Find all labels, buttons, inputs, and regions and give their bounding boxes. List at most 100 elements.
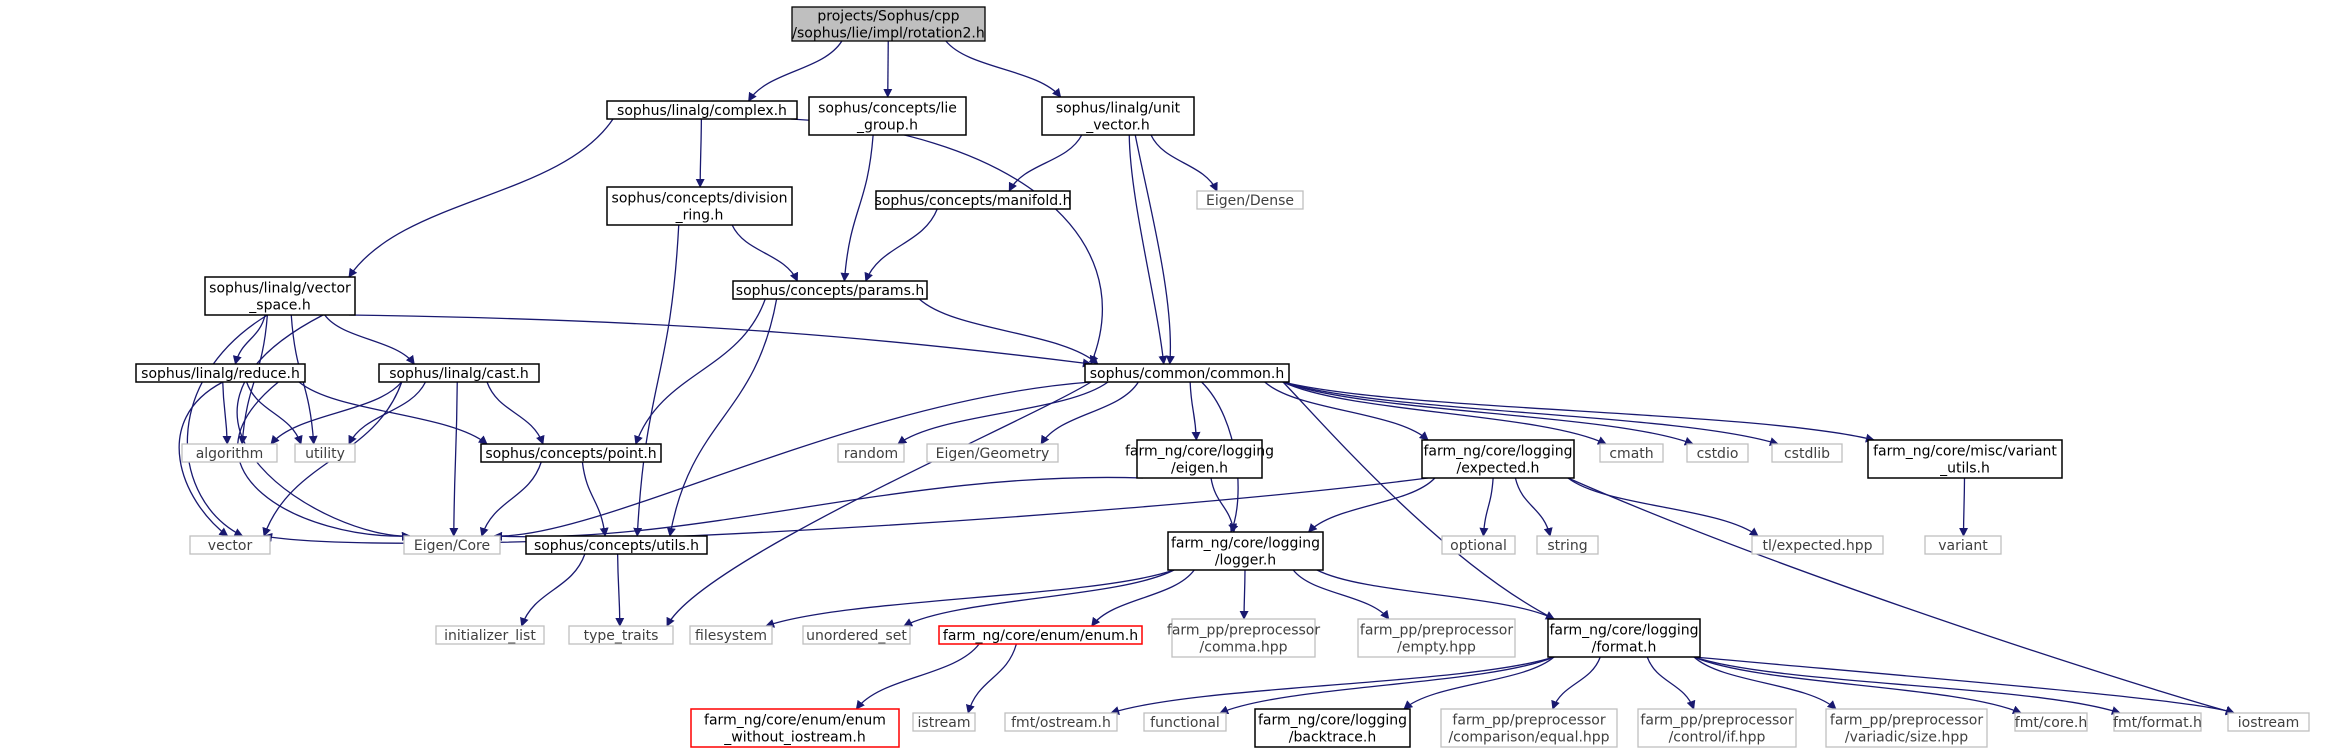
dependency-edge — [731, 224, 799, 282]
node-farm-pp-preprocessor-control-if-hpp[interactable]: farm_pp/preprocessor/control/if.hpp — [1637, 708, 1797, 748]
node-sophus-linalg-unit-vector-h[interactable]: sophus/linalg/unit_vector.h — [1041, 96, 1195, 136]
node-sophus-concepts-lie-group-h[interactable]: sophus/concepts/lie_group.h — [808, 96, 967, 136]
node-label-line: initializer_list — [444, 628, 536, 644]
node-box — [2227, 712, 2310, 732]
node-label-line: farm_ng/core/logging — [1171, 536, 1320, 552]
node-farm-ng-core-logging-eigen-h[interactable]: farm_ng/core/logging/eigen.h — [1125, 439, 1274, 479]
dependency-edge — [246, 381, 303, 445]
node-utility[interactable]: utility — [294, 443, 356, 463]
node-farm-ng-core-enum-enum-without-iostream-h[interactable]: farm_ng/core/enum/enum_without_iostream.… — [690, 708, 900, 748]
node-optional[interactable]: optional — [1441, 535, 1516, 555]
node-label-line: /expected.h — [1457, 461, 1540, 477]
node-filesystem[interactable]: filesystem — [689, 625, 773, 645]
node-cmath[interactable]: cmath — [1599, 443, 1664, 463]
dependency-edge — [348, 118, 614, 278]
node-sophus-concepts-division-ring-h[interactable]: sophus/concepts/division_ring.h — [606, 186, 793, 226]
node-farm-ng-core-logging-format-h[interactable]: farm_ng/core/logging/format.h — [1547, 618, 1701, 658]
dependency-edge — [918, 298, 1099, 365]
node-label-line: farm_pp/preprocessor — [1830, 713, 1983, 729]
dependency-edge — [581, 461, 609, 537]
node-sophus-linalg-complex-h[interactable]: sophus/linalg/complex.h — [606, 100, 798, 120]
node-box — [1441, 535, 1516, 555]
node-sophus-linalg-vector-space-h[interactable]: sophus/linalg/vector_space.h — [204, 276, 356, 316]
node-sophus-common-common-h[interactable]: sophus/common/common.h — [1084, 363, 1290, 383]
dependency-edge — [633, 224, 680, 537]
node-istream[interactable]: istream — [912, 712, 976, 732]
node-sophus-concepts-manifold-h[interactable]: sophus/concepts/manifold.h — [875, 190, 1072, 210]
dependency-edge — [263, 477, 1429, 544]
node-cstdlib[interactable]: cstdlib — [1771, 443, 1843, 463]
node-label-line: /format.h — [1592, 640, 1657, 656]
node-box — [2113, 712, 2202, 732]
node-sophus-linalg-reduce-h[interactable]: sophus/linalg/reduce.h — [135, 363, 306, 383]
node-label-line: _utils.h — [1939, 461, 1990, 477]
node-farm-ng-core-logging-expected-h[interactable]: farm_ng/core/logging/expected.h — [1421, 439, 1575, 479]
node-label-line: vector — [208, 538, 253, 554]
dependency-edge — [965, 643, 1018, 714]
dependency-edge — [1282, 381, 1555, 620]
node-box — [1536, 535, 1599, 555]
node-algorithm[interactable]: algorithm — [181, 443, 278, 463]
dependency-edge — [348, 381, 427, 445]
node-sophus-concepts-utils-h[interactable]: sophus/concepts/utils.h — [525, 535, 708, 555]
node-sophus-concepts-point-h[interactable]: sophus/concepts/point.h — [480, 443, 662, 463]
node-cstdio[interactable]: cstdio — [1686, 443, 1749, 463]
dependency-edge — [178, 381, 229, 537]
node-sophus-concepts-params-h[interactable]: sophus/concepts/params.h — [732, 280, 928, 300]
node-farm-pp-preprocessor-empty-hpp[interactable]: farm_pp/preprocessor/empty.hpp — [1357, 618, 1516, 658]
node-projects-sophus-cpp-sophus-lie-impl-rotation2-h[interactable]: projects/Sophus/cpp/sophus/lie/impl/rota… — [791, 6, 986, 42]
node-initializer-list[interactable]: initializer_list — [435, 625, 545, 645]
node-random[interactable]: random — [837, 443, 905, 463]
dependency-edge — [1308, 477, 1436, 533]
node-eigen-geometry[interactable]: Eigen/Geometry — [926, 443, 1059, 463]
node-eigen-core[interactable]: Eigen/Core — [403, 535, 501, 555]
dependency-edge — [840, 134, 874, 282]
dependency-edge — [897, 381, 1109, 445]
dependency-edge — [864, 208, 938, 282]
node-type-traits[interactable]: type_traits — [568, 625, 674, 645]
dependency-edge — [1693, 656, 2235, 715]
node-label-line: sophus/linalg/reduce.h — [141, 366, 300, 382]
node-fmt-core-h[interactable]: fmt/core.h — [2014, 712, 2088, 732]
node-box — [606, 100, 798, 120]
node-unordered-set[interactable]: unordered_set — [802, 625, 911, 645]
node-label-line: string — [1547, 538, 1587, 554]
dependency-edge — [1128, 134, 1168, 365]
node-farm-ng-core-logging-backtrace-h[interactable]: farm_ng/core/logging/backtrace.h — [1254, 708, 1411, 748]
node-label-line: _space.h — [248, 298, 310, 314]
node-functional[interactable]: functional — [1143, 712, 1227, 732]
dependency-edge — [1091, 569, 1195, 627]
node-farm-pp-preprocessor-comma-hpp[interactable]: farm_pp/preprocessor/comma.hpp — [1167, 618, 1320, 658]
node-iostream[interactable]: iostream — [2227, 712, 2310, 732]
node-box — [378, 363, 540, 383]
node-box — [435, 625, 545, 645]
node-string[interactable]: string — [1536, 535, 1599, 555]
node-farm-pp-preprocessor-comparison-equal-hpp[interactable]: farm_pp/preprocessor/comparison/equal.hp… — [1440, 708, 1618, 748]
node-farm-ng-core-logging-logger-h[interactable]: farm_ng/core/logging/logger.h — [1167, 531, 1324, 571]
node-box — [1771, 443, 1843, 463]
node-fmt-format-h[interactable]: fmt/format.h — [2113, 712, 2202, 732]
dependency-edge — [1959, 477, 1969, 537]
node-variant[interactable]: variant — [1924, 535, 2002, 555]
dependency-edge — [1479, 477, 1494, 537]
node-farm-pp-preprocessor-variadic-size-hpp[interactable]: farm_pp/preprocessor/variadic/size.hpp — [1825, 708, 1988, 748]
node-farm-ng-core-enum-enum-h[interactable]: farm_ng/core/enum/enum.h — [938, 625, 1143, 645]
node-box — [837, 443, 905, 463]
node-box — [1637, 708, 1797, 748]
node-sophus-linalg-cast-h[interactable]: sophus/linalg/cast.h — [378, 363, 540, 383]
node-fmt-ostream-h[interactable]: fmt/ostream.h — [1004, 712, 1118, 732]
node-box — [1825, 708, 1988, 748]
node-tl-expected-hpp[interactable]: tl/expected.hpp — [1751, 535, 1884, 555]
node-label-line: cstdlib — [1784, 446, 1830, 462]
node-label-line: /eigen.h — [1171, 461, 1228, 477]
dependency-edge — [237, 381, 411, 541]
node-farm-ng-core-misc-variant-utils-h[interactable]: farm_ng/core/misc/variant_utils.h — [1867, 439, 2063, 479]
node-box — [568, 625, 674, 645]
node-label-line: farm_ng/core/misc/variant — [1873, 444, 2057, 460]
node-vector[interactable]: vector — [189, 535, 271, 555]
node-eigen-dense[interactable]: Eigen/Dense — [1196, 190, 1304, 210]
node-label-line: farm_pp/preprocessor — [1640, 713, 1793, 729]
node-label-line: type_traits — [584, 628, 659, 644]
node-box — [1143, 712, 1227, 732]
